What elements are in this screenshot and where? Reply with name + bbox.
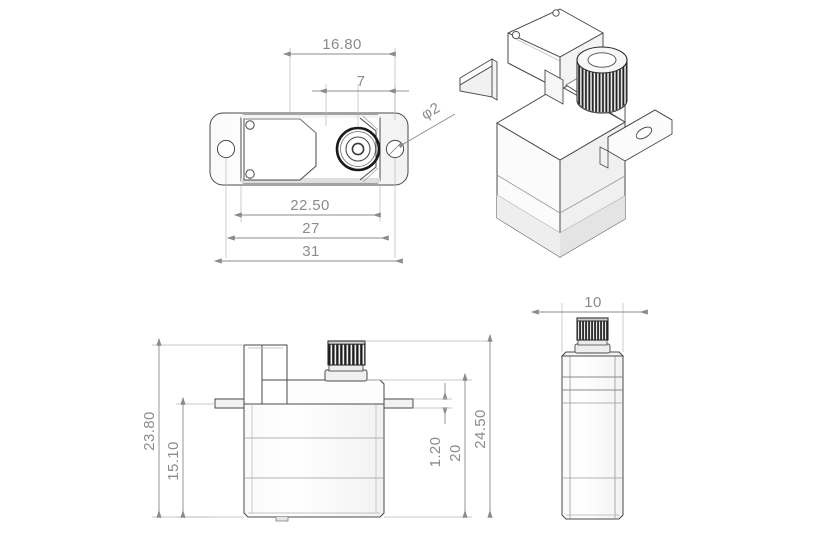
front-flange-tab-right xyxy=(383,398,414,409)
iso-flange-left xyxy=(459,58,498,101)
screw-boss-bottom-left xyxy=(245,169,255,179)
dimension-label-20: 20 xyxy=(447,444,464,462)
iso-mounting-hole-right xyxy=(635,126,653,140)
top-view-extension-lines xyxy=(225,48,396,258)
view-isometric xyxy=(459,8,673,258)
dimension-label-7: 7 xyxy=(357,73,366,90)
side-output-spline xyxy=(574,317,611,354)
iso-flange-right xyxy=(599,109,673,169)
iso-screw-hole-top xyxy=(552,9,560,17)
dimension-label-24-50: 24.50 xyxy=(472,409,489,449)
side-body-outline xyxy=(560,351,625,520)
dimension-label-22-50: 22.50 xyxy=(290,197,330,214)
dimension-22-50: 22.50 xyxy=(233,197,381,218)
iso-screw-hole-left xyxy=(511,30,521,40)
mounting-hole-left xyxy=(216,139,236,159)
side-view-extension-lines xyxy=(561,303,624,352)
dimension-label-15-10: 15.10 xyxy=(165,441,182,481)
dimension-15-10: 15.10 xyxy=(165,396,186,518)
top-view-gearcase-chamfer xyxy=(359,115,379,183)
dimension-label-16-80: 16.80 xyxy=(322,36,362,53)
dimension-31: 31 xyxy=(213,243,403,264)
dimension-label-23-80: 23.80 xyxy=(141,411,158,451)
front-output-spline xyxy=(324,340,368,382)
iso-output-spline xyxy=(576,46,628,114)
dimension-7: 7 xyxy=(312,73,409,94)
front-view-extension-lines xyxy=(152,340,492,518)
view-front: 23.80 15.10 1.20 20 24.50 xyxy=(141,333,493,522)
iso-main-body xyxy=(496,85,627,258)
dimension-16-80: 16.80 xyxy=(282,36,396,57)
dimension-10: 10 xyxy=(530,294,648,315)
dimension-label-10: 10 xyxy=(584,294,602,311)
view-side: 10 xyxy=(530,294,648,520)
front-flange-tabs xyxy=(214,398,414,409)
dimension-23-80: 23.80 xyxy=(141,337,162,518)
dimension-24-50: 24.50 xyxy=(472,333,493,518)
output-shaft-top xyxy=(335,126,381,172)
screw-boss-top-left xyxy=(245,120,255,130)
dimension-27: 27 xyxy=(226,220,389,241)
dimension-1-20: 1.20 xyxy=(427,383,452,467)
dimension-label-27: 27 xyxy=(302,220,320,237)
dimension-label-1-20: 1.20 xyxy=(427,437,444,468)
view-top: 16.80 7 φ2 22.50 27 31 xyxy=(209,36,456,264)
top-view-motor-compartment xyxy=(243,118,317,181)
dimension-20: 20 xyxy=(447,372,468,518)
front-flange-tab-left xyxy=(214,398,245,409)
dimension-label-31: 31 xyxy=(302,243,320,260)
